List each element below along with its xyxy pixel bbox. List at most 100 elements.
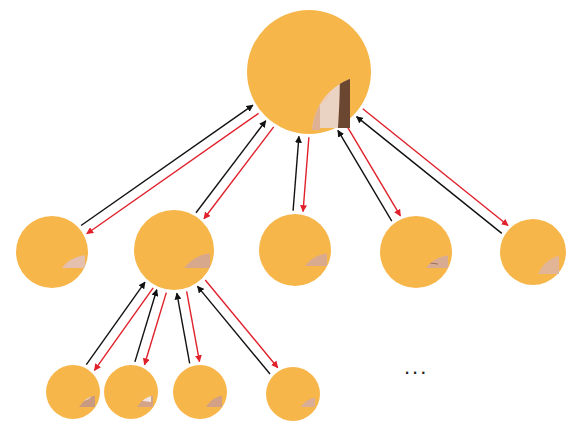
nose-line bbox=[307, 68, 312, 84]
feature-photo bbox=[271, 381, 315, 407]
orange-disc bbox=[266, 367, 320, 421]
lash-line bbox=[180, 385, 220, 396]
photo-ground bbox=[507, 230, 559, 274]
photo-ground bbox=[268, 16, 350, 128]
feature-circle bbox=[173, 365, 227, 419]
eye-white bbox=[293, 63, 303, 68]
circle-picture bbox=[46, 365, 100, 419]
feature-arrow bbox=[86, 282, 145, 365]
photo-ground bbox=[271, 381, 315, 407]
feature-circle bbox=[380, 216, 452, 288]
lower-lip bbox=[26, 254, 78, 262]
feature-photo bbox=[268, 16, 350, 130]
circle-picture bbox=[16, 216, 88, 288]
orange-disc bbox=[259, 214, 331, 286]
neck bbox=[298, 102, 320, 130]
mouth-line bbox=[301, 93, 317, 94]
feature-arrow bbox=[196, 121, 266, 213]
feature-photo bbox=[178, 377, 222, 407]
feature-arrow bbox=[347, 125, 401, 216]
feature-circle bbox=[266, 367, 320, 421]
feature-arrow bbox=[357, 117, 502, 234]
photo-ground bbox=[19, 236, 85, 268]
feature-photo bbox=[507, 230, 559, 274]
feature-circle bbox=[259, 214, 331, 286]
caruncle bbox=[113, 387, 121, 391]
ear-fold bbox=[531, 242, 541, 258]
circle-picture bbox=[500, 219, 566, 285]
orange-disc bbox=[134, 210, 214, 290]
pupil bbox=[69, 388, 77, 396]
photo-ground bbox=[263, 234, 327, 266]
feature-photo bbox=[263, 234, 327, 266]
feature-arrow bbox=[205, 280, 277, 368]
feature-arrow bbox=[293, 136, 299, 210]
feature-arrow bbox=[187, 291, 200, 361]
orange-disc bbox=[173, 365, 227, 419]
feature-arrow bbox=[177, 293, 190, 363]
feature-circle bbox=[500, 219, 566, 285]
pupil bbox=[171, 247, 178, 254]
lash-line bbox=[111, 381, 151, 388]
photo-ground bbox=[384, 236, 448, 268]
feature-photo bbox=[51, 377, 95, 407]
circle-picture bbox=[259, 214, 331, 286]
eye-corner bbox=[111, 381, 151, 402]
iris bbox=[198, 385, 210, 397]
iris bbox=[64, 383, 82, 401]
orange-disc bbox=[16, 216, 88, 288]
lip-line bbox=[26, 254, 78, 256]
ellipsis-label: ... bbox=[404, 356, 428, 378]
circle-picture bbox=[104, 365, 158, 419]
ear-shape bbox=[523, 233, 547, 270]
circle-picture bbox=[134, 210, 214, 290]
eyebrow bbox=[273, 392, 313, 401]
feature-circle bbox=[247, 10, 371, 134]
circle-picture bbox=[173, 365, 227, 419]
feature-arrow bbox=[198, 286, 270, 374]
circle-picture bbox=[266, 367, 320, 421]
eye-white bbox=[53, 381, 93, 403]
lash-line bbox=[146, 242, 202, 252]
nose-tip bbox=[277, 242, 313, 258]
eye-white bbox=[315, 63, 325, 68]
feature-arrow bbox=[363, 109, 508, 226]
lid-line bbox=[394, 262, 438, 266]
feature-photo bbox=[384, 236, 448, 268]
hair bbox=[268, 16, 350, 128]
feature-photo bbox=[138, 232, 210, 268]
brow bbox=[314, 57, 326, 59]
feature-arrow bbox=[204, 127, 274, 219]
feature-circle bbox=[134, 210, 214, 290]
iris bbox=[318, 63, 322, 67]
orange-disc bbox=[380, 216, 452, 288]
photo-ground bbox=[51, 377, 95, 407]
mouth bbox=[301, 90, 317, 96]
nostril bbox=[300, 257, 308, 261]
feature-arrow bbox=[81, 105, 253, 225]
feature-arrow bbox=[303, 137, 309, 211]
iris bbox=[166, 242, 182, 258]
circle-picture bbox=[247, 10, 371, 134]
photo-ground bbox=[138, 232, 210, 268]
feature-photo bbox=[19, 236, 85, 268]
feature-circle bbox=[104, 365, 158, 419]
orange-disc bbox=[500, 219, 566, 285]
photo-ground bbox=[178, 377, 222, 407]
orange-disc bbox=[46, 365, 100, 419]
upper-lip bbox=[26, 245, 78, 254]
eye-white bbox=[180, 385, 220, 398]
feature-circle bbox=[46, 365, 100, 419]
iris bbox=[296, 63, 300, 67]
eyebrow bbox=[388, 248, 444, 261]
eye-white bbox=[146, 242, 202, 258]
feature-arrow bbox=[338, 130, 392, 221]
photo-ground bbox=[109, 377, 153, 407]
circle-picture bbox=[380, 216, 452, 288]
feature-circle bbox=[16, 216, 88, 288]
face-skin bbox=[284, 39, 334, 109]
nostril bbox=[282, 257, 290, 261]
feature-arrow bbox=[144, 293, 166, 365]
feature-arrow bbox=[135, 290, 157, 362]
